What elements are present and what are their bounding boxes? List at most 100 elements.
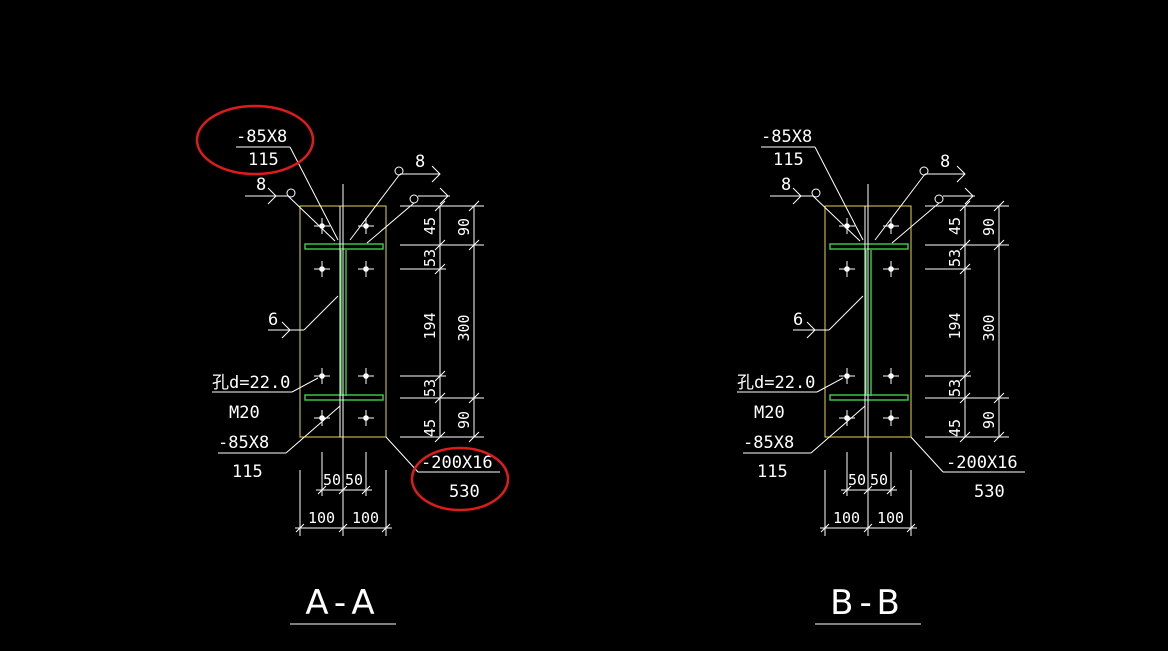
base-plate-spec: -200X16 [946, 453, 1018, 473]
top-flange [829, 243, 909, 250]
bottom-plate-length: 115 [232, 462, 263, 482]
bolt-hole [314, 410, 330, 426]
dim-inner: 45 [946, 419, 964, 437]
bottom-flange [304, 394, 384, 401]
leader-line [287, 195, 336, 242]
weld-fillet-symbol [964, 187, 974, 205]
weld-all-around-symbol [919, 166, 929, 176]
top-plate-length: 115 [248, 150, 279, 170]
dim-bottom-inner: 50 [345, 471, 363, 489]
section-a-a: -85X8 115 8 8 6 孔d=22.0 M20 -85X8 115 [195, 104, 510, 625]
weld-size-left: 8 [256, 175, 266, 195]
section-title: A-A [305, 583, 380, 623]
dim-outer: 300 [455, 314, 473, 341]
bottom-plate-spec: -85X8 [743, 433, 794, 453]
bolt-size: M20 [229, 403, 260, 423]
bolt-hole [358, 410, 374, 426]
dim-inner: 53 [421, 379, 439, 397]
weld-size-web: 6 [268, 310, 278, 330]
dim-bottom-inner: 50 [870, 471, 888, 489]
bolt-hole [314, 368, 330, 384]
bolt-holes [314, 218, 374, 426]
dim-inner: 53 [946, 379, 964, 397]
bottom-plate-spec: -85X8 [218, 433, 269, 453]
weld-fillet-symbol [281, 321, 291, 339]
weld-fillet-symbol [792, 187, 802, 205]
top-flange [304, 243, 384, 250]
leader-line [810, 405, 866, 454]
horizontal-dimensions [820, 452, 917, 536]
dim-outer: 90 [980, 218, 998, 236]
dim-outer: 90 [980, 411, 998, 429]
weld-all-around-symbol [811, 188, 821, 198]
weld-fillet-symbol [431, 165, 441, 183]
weld-size-web: 6 [793, 310, 803, 330]
dim-inner: 45 [946, 217, 964, 235]
bolt-hole [839, 368, 855, 384]
leader-line [366, 202, 415, 244]
weld-all-around-symbol [934, 194, 944, 204]
dim-bottom-outer: 100 [308, 509, 335, 527]
dim-inner: 45 [421, 217, 439, 235]
top-plate-length: 115 [773, 150, 804, 170]
leader-line [910, 436, 944, 473]
dim-bottom-inner: 50 [848, 471, 866, 489]
bolt-hole [883, 261, 899, 277]
weld-fillet-symbol [956, 165, 966, 183]
weld-all-around-symbol [409, 194, 419, 204]
vertical-dimensions [400, 200, 484, 443]
leader-line [385, 436, 419, 473]
dim-bottom-outer: 100 [877, 509, 904, 527]
top-plate-spec: -85X8 [236, 127, 287, 147]
dim-bottom-outer: 100 [833, 509, 860, 527]
dim-outer: 90 [455, 411, 473, 429]
dim-inner: 194 [421, 312, 439, 339]
weld-fillet-symbol [439, 187, 449, 205]
bottom-plate-length: 115 [757, 462, 788, 482]
leader-line [816, 377, 844, 393]
bolt-size: M20 [754, 403, 785, 423]
dim-inner: 45 [421, 419, 439, 437]
base-plate-length: 530 [449, 482, 480, 502]
weld-fillet-symbol [806, 321, 816, 339]
leader-line [812, 195, 861, 242]
bolt-hole [358, 368, 374, 384]
highlight-circle [410, 446, 510, 512]
dim-inner: 53 [946, 249, 964, 267]
bottom-flange [829, 394, 909, 401]
leader-line [828, 295, 864, 331]
dim-inner: 53 [421, 249, 439, 267]
dim-bottom-outer: 100 [352, 509, 379, 527]
bolt-hole [883, 368, 899, 384]
leader-line [291, 377, 319, 393]
leader-line [303, 295, 339, 331]
bolt-hole-note: 孔d=22.0 [212, 373, 290, 393]
leader-line [285, 405, 341, 454]
weld-all-around-symbol [286, 188, 296, 198]
top-plate-spec: -85X8 [761, 127, 812, 147]
section-title: B-B [830, 583, 906, 623]
leader-line [874, 173, 926, 241]
bolt-hole-note: 孔d=22.0 [737, 373, 815, 393]
base-plate-spec: -200X16 [421, 453, 493, 473]
dim-outer: 300 [980, 314, 998, 341]
weld-size-left: 8 [781, 175, 791, 195]
bolt-hole [883, 410, 899, 426]
dim-outer: 90 [455, 218, 473, 236]
highlight-circle [195, 104, 315, 176]
dim-bottom-inner: 50 [323, 471, 341, 489]
weld-size-right: 8 [415, 152, 425, 172]
weld-fillet-symbol [267, 187, 277, 205]
vertical-dimensions [925, 200, 1009, 443]
section-b-b: -85X8 115 8 8 6 孔d=22.0 M20 -85X8 115 -2… [737, 127, 1025, 625]
dim-inner: 194 [946, 312, 964, 339]
leader-line [814, 146, 864, 241]
leader-line [349, 173, 401, 241]
bolt-hole [839, 261, 855, 277]
bolt-holes [839, 218, 899, 426]
weld-size-right: 8 [940, 152, 950, 172]
bolt-hole [358, 261, 374, 277]
weld-all-around-symbol [394, 166, 404, 176]
horizontal-dimensions [295, 452, 392, 536]
bolt-hole [839, 410, 855, 426]
